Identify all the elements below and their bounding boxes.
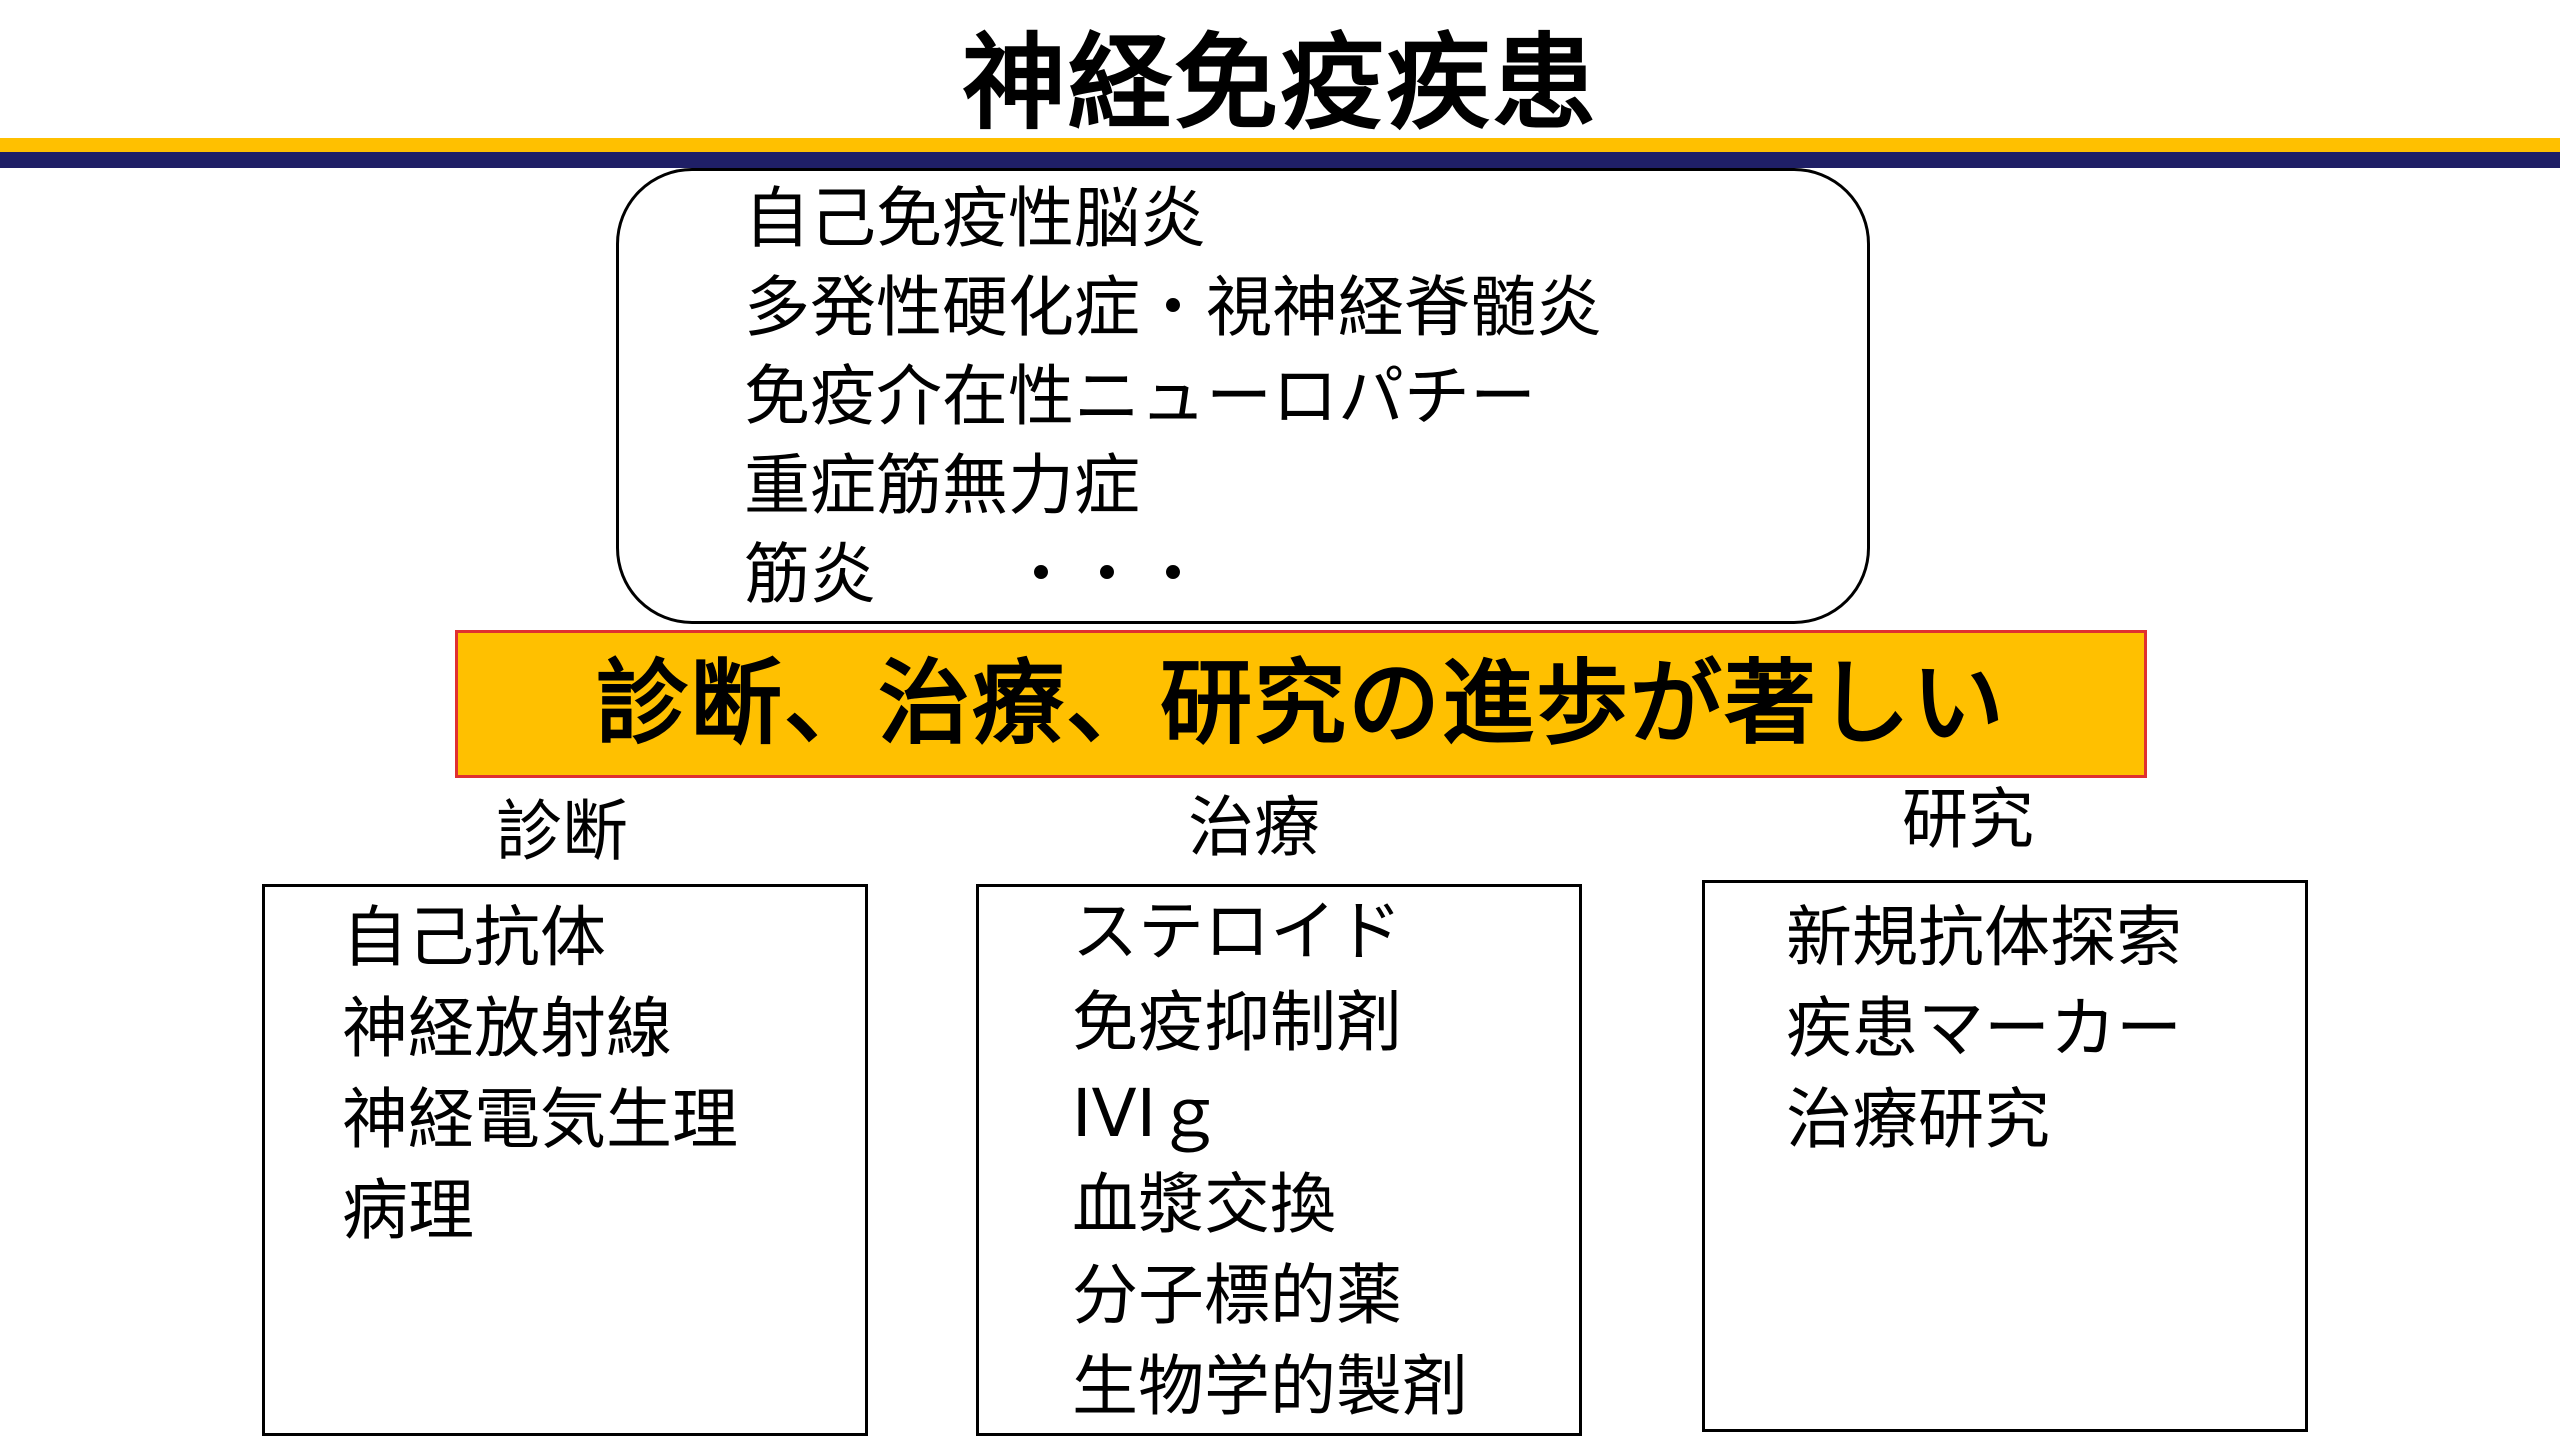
research-list: 新規抗体探索 疾患マーカー 治療研究 xyxy=(1786,892,2182,1165)
disease-item: 筋炎 ・・・ xyxy=(744,536,1206,613)
treatment-item: 血漿交換 xyxy=(1072,1166,1336,1243)
disease-item: 重症筋無力症 xyxy=(744,447,1140,524)
treatment-item: IVIｇ xyxy=(1072,1075,1223,1152)
diagnosis-list: 自己抗体 神経放射線 神経電気生理 病理 xyxy=(342,892,738,1256)
diagnosis-item: 神経放射線 xyxy=(342,990,672,1067)
disease-item: 多発性硬化症・視神経脊髄炎 xyxy=(744,269,1602,346)
slide-title: 神経免疫疾患 xyxy=(961,22,1598,144)
treatment-item: ステロイド xyxy=(1072,893,1402,970)
research-box xyxy=(1702,880,2308,1432)
treatment-item: 分子標的薬 xyxy=(1072,1257,1402,1334)
treatment-box xyxy=(976,884,1582,1436)
research-item: 治療研究 xyxy=(1786,1081,2050,1158)
disease-item: 免疫介在性ニューロパチー xyxy=(744,358,1536,435)
research-heading: 研究 xyxy=(1902,781,2034,858)
diagnosis-item: 病理 xyxy=(342,1172,474,1249)
treatment-item: 生物学的製剤 xyxy=(1072,1348,1468,1425)
treatment-list: ステロイド 免疫抑制剤 IVIｇ 血漿交換 分子標的薬 生物学的製剤 xyxy=(1072,886,1468,1432)
diagnosis-item: 自己抗体 xyxy=(342,899,606,976)
treatment-heading: 治療 xyxy=(1188,789,1320,866)
disease-list-box xyxy=(616,168,1870,624)
research-item: 疾患マーカー xyxy=(1786,990,2182,1067)
title-rule-gold xyxy=(0,138,2560,152)
progress-banner: 診断、治療、研究の進歩が著しい xyxy=(455,630,2147,778)
diagnosis-heading: 診断 xyxy=(496,793,628,870)
treatment-item: 免疫抑制剤 xyxy=(1072,984,1402,1061)
disease-item: 自己免疫性脳炎 xyxy=(744,180,1206,257)
research-item: 新規抗体探索 xyxy=(1786,899,2182,976)
title-rule-navy xyxy=(0,152,2560,168)
disease-list: 自己免疫性脳炎 多発性硬化症・視神経脊髄炎 免疫介在性ニューロパチー 重症筋無力… xyxy=(744,174,1602,619)
diagnosis-item: 神経電気生理 xyxy=(342,1081,738,1158)
diagnosis-box xyxy=(262,884,868,1436)
